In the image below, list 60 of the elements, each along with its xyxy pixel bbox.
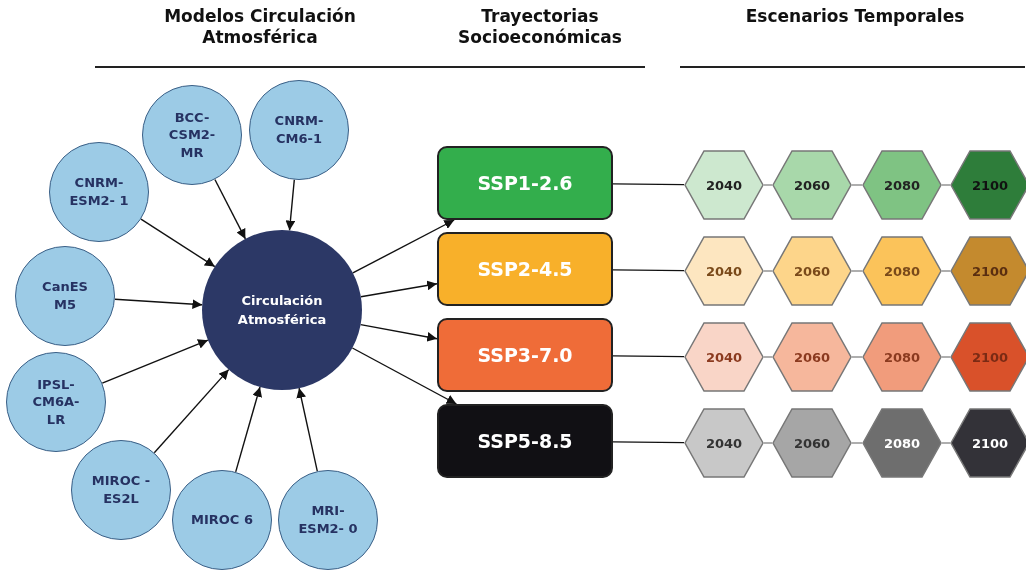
model-circle: MRI- ESM2- 0 bbox=[278, 470, 378, 570]
column-heading: Escenarios Temporales bbox=[744, 6, 966, 28]
scenario-box: SSP1-2.6 bbox=[437, 146, 613, 220]
connector-line bbox=[763, 270, 773, 272]
model-circle: CNRM- ESM2- 1 bbox=[49, 142, 149, 242]
connector-line bbox=[763, 442, 773, 444]
connector-line bbox=[763, 356, 773, 358]
connector-line bbox=[612, 441, 685, 444]
arrow bbox=[214, 178, 247, 240]
arrow bbox=[360, 323, 438, 342]
year-hexagon: 2040 bbox=[684, 150, 764, 220]
year-hexagon: 2040 bbox=[684, 322, 764, 392]
scenario-box: SSP5-8.5 bbox=[437, 404, 613, 478]
connector-line bbox=[612, 269, 685, 272]
year-hexagon: 2080 bbox=[862, 150, 942, 220]
year-hexagon: 2060 bbox=[772, 322, 852, 392]
year-hexagon: 2060 bbox=[772, 236, 852, 306]
connector-line bbox=[851, 184, 863, 186]
arrow bbox=[351, 347, 458, 405]
year-hexagon: 2100 bbox=[950, 322, 1026, 392]
arrow bbox=[360, 280, 438, 298]
model-circle: MIROC -ES2L bbox=[71, 440, 171, 540]
model-circle: MIROC 6 bbox=[172, 470, 272, 570]
arrow bbox=[140, 218, 216, 268]
scenario-box: SSP2-4.5 bbox=[437, 232, 613, 306]
connector-line bbox=[612, 183, 685, 186]
year-hexagon: 2100 bbox=[950, 150, 1026, 220]
year-hexagon: 2060 bbox=[772, 150, 852, 220]
hub-circle: Circulación Atmosférica bbox=[202, 230, 362, 390]
connector-line bbox=[763, 184, 773, 186]
model-circle: CNRM- CM6-1 bbox=[249, 80, 349, 180]
model-circle: IPSL- CM6A- LR bbox=[6, 352, 106, 452]
scenario-box: SSP3-7.0 bbox=[437, 318, 613, 392]
year-hexagon: 2100 bbox=[950, 236, 1026, 306]
connector-line bbox=[851, 270, 863, 272]
connector-line bbox=[612, 355, 685, 358]
arrow bbox=[235, 386, 262, 473]
year-hexagon: 2040 bbox=[684, 408, 764, 478]
connector-line bbox=[941, 356, 951, 358]
year-hexagon: 2080 bbox=[862, 408, 942, 478]
connector-line bbox=[941, 184, 951, 186]
arrow bbox=[114, 298, 203, 310]
connector-line bbox=[941, 442, 951, 444]
column-heading: Modelos Circulación Atmosférica bbox=[163, 6, 357, 49]
year-hexagon: 2040 bbox=[684, 236, 764, 306]
arrow bbox=[153, 368, 230, 454]
arrow bbox=[352, 219, 455, 274]
model-circle: BCC- CSM2- MR bbox=[142, 85, 242, 185]
year-hexagon: 2080 bbox=[862, 236, 942, 306]
connector-line bbox=[941, 270, 951, 272]
year-hexagon: 2100 bbox=[950, 408, 1026, 478]
column-heading: Trayectorias Socioeconómicas bbox=[457, 6, 623, 49]
model-circle: CanES M5 bbox=[15, 246, 115, 346]
year-hexagon: 2080 bbox=[862, 322, 942, 392]
arrow bbox=[101, 339, 209, 384]
arrow bbox=[285, 179, 296, 232]
connector-line bbox=[851, 442, 863, 444]
connector-line bbox=[851, 356, 863, 358]
arrow bbox=[296, 387, 318, 472]
year-hexagon: 2060 bbox=[772, 408, 852, 478]
